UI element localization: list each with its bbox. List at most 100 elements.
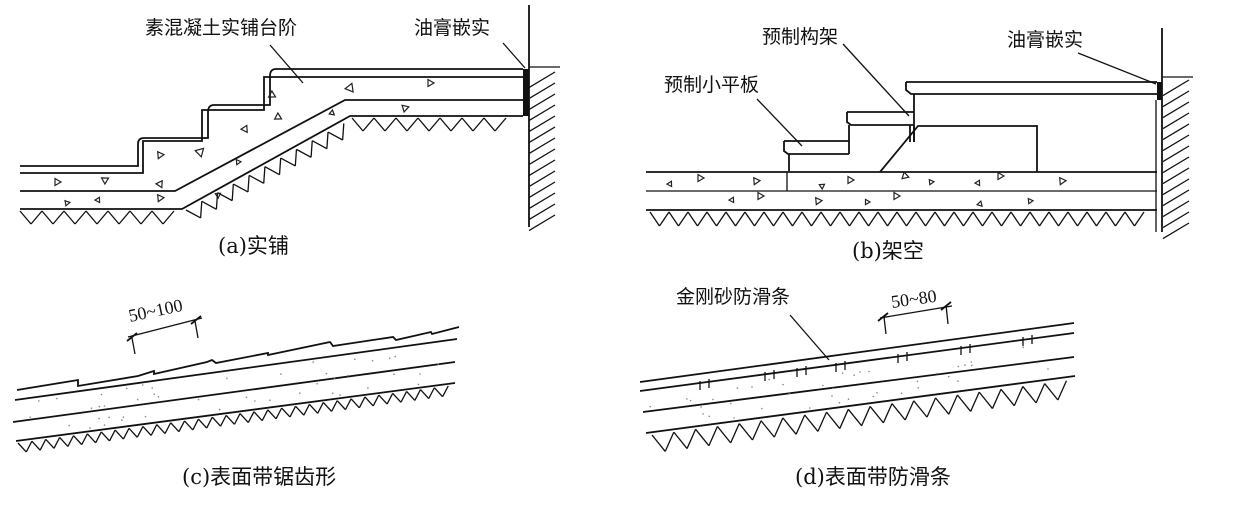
sand-dot bbox=[104, 405, 106, 407]
sand-dot bbox=[334, 377, 336, 379]
aggregate-triangle bbox=[1028, 199, 1033, 204]
sand-dot bbox=[649, 406, 651, 408]
sand-dot bbox=[226, 377, 228, 379]
panel-d-anti-slip: 金刚砂防滑条 50~80 (d)表面带防滑条 bbox=[640, 286, 1075, 489]
hatch-stroke bbox=[1078, 212, 1088, 226]
hatch-stroke bbox=[31, 211, 42, 224]
sand-dot bbox=[269, 399, 271, 401]
sand-dot bbox=[372, 360, 374, 362]
hatch-stroke bbox=[434, 388, 442, 397]
hatch-stroke bbox=[401, 391, 407, 402]
aggregate-triangle bbox=[754, 178, 760, 185]
sand-dot bbox=[822, 385, 824, 387]
leader-precast-slab bbox=[757, 99, 802, 146]
hatch-stroke bbox=[973, 212, 983, 226]
hatch-stroke bbox=[945, 212, 955, 226]
sand-dot bbox=[751, 386, 753, 388]
hatch-stroke bbox=[343, 123, 344, 140]
hatch-stroke bbox=[418, 118, 429, 131]
hatch-stroke bbox=[141, 211, 152, 224]
hatch-stroke bbox=[337, 401, 345, 410]
hatch-stroke bbox=[407, 118, 418, 131]
dim-text: 50~100 bbox=[127, 295, 185, 326]
dim-ext-left bbox=[132, 338, 135, 354]
aggregate-triangle bbox=[275, 113, 282, 119]
sand-dot bbox=[354, 359, 356, 361]
sand-dot bbox=[831, 395, 833, 397]
hatch-stroke bbox=[345, 399, 351, 410]
slab-top-line bbox=[20, 100, 523, 191]
sand-dot bbox=[395, 356, 397, 358]
sand-dot bbox=[91, 407, 93, 409]
hatch-stroke bbox=[783, 212, 793, 226]
hatch-stroke bbox=[115, 430, 123, 439]
sand-dot bbox=[38, 400, 40, 402]
hatch-stroke bbox=[669, 212, 679, 226]
aggregate-triangle bbox=[816, 198, 822, 205]
sand-dot bbox=[957, 380, 959, 382]
hatch-stroke bbox=[234, 414, 240, 425]
hatch-stroke bbox=[1045, 384, 1058, 400]
hatch-stroke bbox=[1135, 212, 1145, 226]
sand-dot bbox=[104, 424, 106, 426]
label-sealant: 油膏嵌实 bbox=[1007, 28, 1083, 51]
hatch-stroke bbox=[650, 212, 660, 226]
hatch-stroke bbox=[1068, 212, 1078, 226]
hatch-stroke bbox=[26, 441, 32, 452]
sand-dot bbox=[712, 399, 714, 401]
hatch-stroke bbox=[363, 118, 374, 131]
hatch-stroke bbox=[282, 408, 290, 417]
hatch-stroke bbox=[731, 424, 740, 443]
dimension-50-100: 50~100 bbox=[127, 295, 202, 354]
sand-dot bbox=[246, 397, 248, 399]
sand-dot bbox=[868, 371, 870, 373]
sand-dot bbox=[809, 407, 811, 409]
hatch-stroke bbox=[429, 388, 435, 399]
hatch-stroke bbox=[905, 401, 914, 420]
aggregate-triangle bbox=[158, 152, 164, 159]
hatch-stroke bbox=[652, 435, 665, 451]
hatch-stroke bbox=[805, 415, 818, 431]
hatch-stroke bbox=[249, 175, 264, 183]
aggregate-triangle bbox=[156, 181, 162, 188]
hatch-stroke bbox=[936, 398, 949, 414]
hatch-stroke bbox=[221, 415, 227, 426]
aggregate-triangle bbox=[95, 197, 100, 202]
hatch-stroke bbox=[707, 212, 717, 226]
sand-dot bbox=[873, 396, 875, 398]
hatch-stroke bbox=[1011, 212, 1021, 226]
hatch-stroke bbox=[992, 212, 1002, 226]
hatch-stroke bbox=[46, 439, 54, 448]
hatch-stroke bbox=[796, 415, 805, 434]
hatch-stroke bbox=[352, 118, 363, 131]
hatch-stroke bbox=[268, 410, 276, 419]
hatch-stroke bbox=[862, 406, 871, 425]
hatch-stroke bbox=[848, 409, 861, 425]
hatch-stroke bbox=[793, 212, 803, 226]
hatch-stroke bbox=[248, 412, 254, 423]
base-bottom-line bbox=[20, 116, 523, 209]
panel-c-sawtooth: 50~100 (c)表面带锯齿形 bbox=[13, 295, 459, 489]
aggregate-triangle bbox=[998, 173, 1004, 180]
anti-slip-strip bbox=[961, 344, 970, 355]
hatch-stroke bbox=[764, 212, 774, 226]
label-precast-slab: 预制小平板 bbox=[664, 74, 759, 96]
aggregate-triangle bbox=[195, 148, 203, 156]
sand-dot bbox=[948, 376, 950, 378]
hatch-stroke bbox=[332, 401, 338, 412]
caption-d: (d)表面带防滑条 bbox=[795, 465, 951, 489]
hatch-stroke bbox=[1030, 212, 1040, 226]
anti-slip-strip bbox=[898, 352, 907, 363]
hatch-stroke bbox=[674, 432, 687, 448]
hatch-stroke bbox=[888, 212, 898, 226]
hatch-stroke bbox=[484, 118, 495, 131]
hatch-stroke bbox=[365, 397, 373, 406]
hatch-stroke bbox=[323, 402, 331, 411]
hatch-stroke bbox=[393, 393, 401, 402]
sand-dot bbox=[702, 413, 704, 415]
ground-hatch bbox=[18, 386, 448, 452]
hatch-stroke bbox=[761, 421, 774, 437]
hatch-stroke bbox=[212, 417, 220, 426]
hatch-stroke bbox=[1106, 212, 1116, 226]
hatch-stroke bbox=[774, 418, 783, 437]
